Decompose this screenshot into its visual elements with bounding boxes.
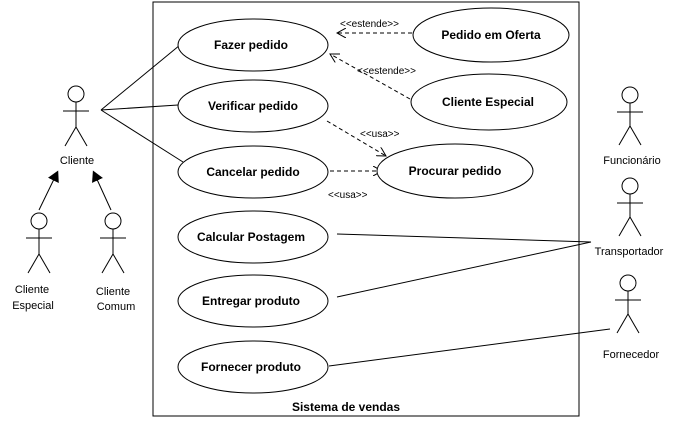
svg-text:Calcular Postagem: Calcular Postagem bbox=[197, 230, 305, 244]
actor-cliente-especial[interactable] bbox=[26, 212, 52, 274]
actor-cliente-especial-label-1: Cliente bbox=[15, 284, 49, 296]
use-case-cliente-especial[interactable]: Cliente Especial bbox=[410, 73, 568, 131]
uses-label-2: <<usa>> bbox=[328, 190, 368, 201]
actor-cliente-especial-icon bbox=[30, 212, 48, 230]
uses-label-1: <<usa>> bbox=[360, 129, 400, 140]
actor-cliente-especial-label-2: Especial bbox=[12, 300, 54, 312]
svg-text:Pedido em Oferta: Pedido em Oferta bbox=[441, 28, 541, 42]
use-case-fazer-pedido[interactable]: Fazer pedido bbox=[177, 18, 329, 72]
cliente-associations bbox=[100, 44, 184, 163]
actor-transportador[interactable] bbox=[617, 177, 643, 237]
extends-label-2: <<estende>> bbox=[357, 66, 416, 77]
actor-cliente-icon bbox=[67, 85, 85, 103]
actor-cliente-comum-icon bbox=[104, 212, 122, 230]
generalization-arrows bbox=[38, 170, 112, 211]
use-case-entregar-produto[interactable]: Entregar produto bbox=[177, 274, 329, 328]
actor-transportador-icon bbox=[621, 177, 639, 195]
extends-arrow-especial bbox=[330, 54, 411, 100]
svg-text:Verificar pedido: Verificar pedido bbox=[208, 99, 298, 113]
external-associations bbox=[328, 233, 611, 367]
use-case-verificar-pedido[interactable]: Verificar pedido bbox=[177, 79, 329, 133]
actor-cliente-comum-label-2: Comum bbox=[97, 301, 136, 313]
extends-label-1: <<estende>> bbox=[340, 19, 399, 30]
svg-text:Procurar pedido: Procurar pedido bbox=[409, 164, 502, 178]
actor-fornecedor-icon bbox=[619, 274, 637, 292]
actor-cliente-label: Cliente bbox=[60, 155, 94, 167]
use-case-pedido-em-oferta[interactable]: Pedido em Oferta bbox=[412, 7, 570, 63]
svg-text:Fazer pedido: Fazer pedido bbox=[214, 38, 288, 52]
use-case-calcular-postagem[interactable]: Calcular Postagem bbox=[177, 210, 329, 264]
actor-fornecedor-label: Fornecedor bbox=[603, 349, 660, 361]
svg-text:Fornecer produto: Fornecer produto bbox=[201, 360, 301, 374]
actor-funcionario-label: Funcionário bbox=[603, 155, 660, 167]
use-case-fornecer-produto[interactable]: Fornecer produto bbox=[177, 340, 329, 394]
actor-cliente-comum[interactable] bbox=[100, 212, 126, 274]
actor-cliente[interactable] bbox=[63, 85, 89, 147]
actor-funcionario[interactable] bbox=[617, 86, 643, 146]
actor-transportador-label: Transportador bbox=[595, 246, 664, 258]
actor-cliente-comum-label-1: Cliente bbox=[96, 286, 130, 298]
use-case-cancelar-pedido[interactable]: Cancelar pedido bbox=[177, 145, 329, 199]
svg-text:Entregar produto: Entregar produto bbox=[202, 294, 300, 308]
svg-text:Cliente Especial: Cliente Especial bbox=[442, 95, 534, 109]
dependency-arrows bbox=[326, 33, 412, 171]
use-case-procurar-pedido[interactable]: Procurar pedido bbox=[376, 143, 534, 199]
system-title: Sistema de vendas bbox=[292, 400, 400, 414]
uses-arrow-verificar bbox=[326, 120, 386, 156]
actor-fornecedor[interactable] bbox=[615, 274, 641, 334]
svg-text:Cancelar pedido: Cancelar pedido bbox=[206, 165, 299, 179]
actor-funcionario-icon bbox=[621, 86, 639, 104]
